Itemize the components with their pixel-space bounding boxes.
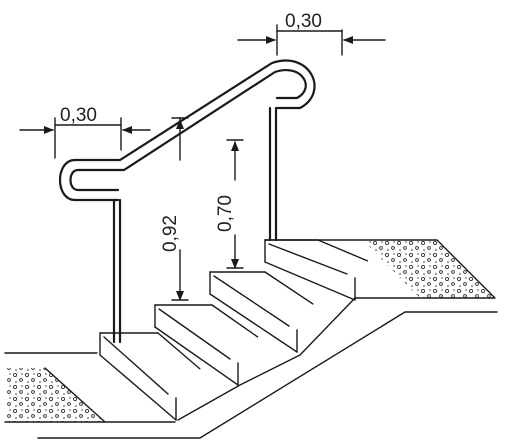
stair-step-3-riser-bottom — [209, 293, 298, 353]
stair-step-3-tread-edge — [213, 275, 290, 327]
stair-step-1-riser-bottom — [99, 354, 177, 421]
stair-base — [37, 297, 498, 439]
dimension-label-upper: 0,92 — [160, 215, 181, 252]
stair-step-3-tread-side — [264, 271, 314, 305]
dimension-top: 0,30 — [237, 11, 386, 56]
dimension-label-lower: 0,70 — [215, 195, 236, 232]
stair-step-2-tread-side — [211, 304, 259, 338]
lower-landing — [4, 352, 176, 423]
dimension-label-left: 0,30 — [60, 105, 97, 126]
handrail — [59, 59, 316, 202]
stair-step-2-riser-bottom — [154, 326, 239, 386]
stair-step-4-tread-side — [317, 239, 369, 262]
stair-step-4-tread-edge — [268, 243, 348, 275]
dimension-left: 0,30 — [19, 105, 151, 159]
dimension-label-top: 0,30 — [285, 11, 322, 32]
stair-step-2-tread-edge — [158, 308, 231, 360]
upper-landing — [264, 239, 496, 299]
dimension-upper-rail: 0,92 — [160, 117, 189, 301]
stair-step-4-riser-bottom — [264, 261, 356, 301]
stair-steps — [99, 239, 369, 421]
stair-step-1-tread-edge — [103, 336, 169, 395]
tactile-strip-top — [363, 240, 495, 298]
handrail-posts — [112, 106, 278, 344]
tactile-strip-bottom — [5, 368, 105, 422]
dimension-lower-rail: 0,70 — [215, 139, 244, 269]
stair-step-1-tread-side — [157, 332, 201, 370]
